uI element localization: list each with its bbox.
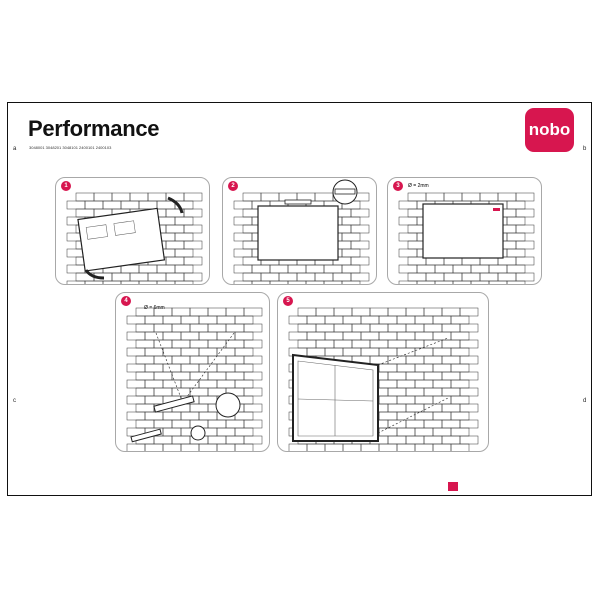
- step-5-panel: 5: [277, 292, 489, 452]
- brick: [251, 280, 271, 284]
- brick: [470, 280, 490, 284]
- page-title: Performance: [28, 116, 160, 141]
- step-2-panel: 2: [222, 177, 377, 285]
- brick: [434, 280, 454, 284]
- whiteboard-tilt-illustration: [77, 196, 184, 280]
- step-number: 1: [61, 181, 71, 191]
- nobo-logo: nobo: [525, 108, 574, 152]
- brick-wall-illustration: [126, 307, 263, 451]
- whiteboard-marking-illustration: [422, 203, 504, 259]
- brick: [323, 280, 343, 284]
- brick: [452, 280, 472, 284]
- brick: [506, 280, 526, 284]
- brick: [398, 280, 418, 284]
- product-codes: 3048001 3048201 3048101 2400101 2400103: [29, 145, 112, 150]
- whiteboard-level-illustration: [257, 179, 358, 261]
- brick: [233, 280, 253, 284]
- step-1-panel: 1: [55, 177, 210, 285]
- margin-mark-d: d: [583, 398, 587, 404]
- margin-mark-a: a: [13, 146, 17, 152]
- brick: [156, 280, 176, 284]
- brick: [174, 280, 194, 284]
- brick: [488, 280, 508, 284]
- step-number: 3: [393, 181, 403, 191]
- step-number: 5: [283, 296, 293, 306]
- brick: [138, 280, 158, 284]
- whiteboard-hanging-illustration: [292, 337, 449, 442]
- brick: [269, 280, 289, 284]
- brick: [341, 280, 361, 284]
- brick: [305, 280, 325, 284]
- brick: [84, 280, 104, 284]
- step-4-panel: 4 Ø = 6mm: [115, 292, 270, 452]
- wall-plug-illustration: [130, 332, 241, 443]
- margin-mark-b: b: [583, 146, 587, 152]
- brick: [416, 280, 436, 284]
- step-number: 2: [228, 181, 238, 191]
- brick: [120, 280, 140, 284]
- step-number: 4: [121, 296, 131, 306]
- brick: [287, 280, 307, 284]
- brick: [234, 443, 254, 451]
- certification-logo: [448, 482, 458, 491]
- brick: [66, 280, 86, 284]
- drill-size-label: Ø = 2mm: [408, 183, 429, 189]
- step-3-panel: 3 Ø = 2mm: [387, 177, 542, 285]
- margin-mark-c: c: [13, 398, 16, 404]
- sheet-border: [7, 102, 592, 496]
- brick: [102, 280, 122, 284]
- brick: [450, 443, 470, 451]
